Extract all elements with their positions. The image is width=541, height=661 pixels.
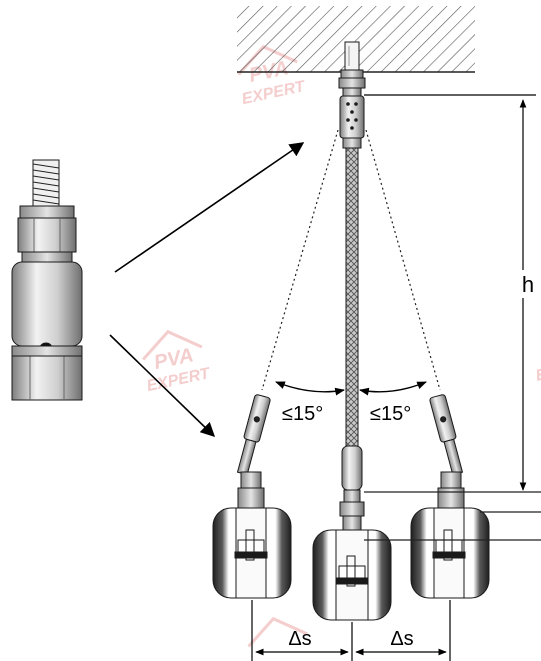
height-label: h <box>522 272 534 297</box>
angle-arcs <box>275 381 427 396</box>
angle-label-left: ≤15° <box>282 403 323 425</box>
connector-detail <box>11 159 83 401</box>
shift-dimension <box>251 600 451 661</box>
svg-text:E: E <box>534 366 541 385</box>
shift-label-left: Δs <box>288 628 311 650</box>
pipe-right <box>410 507 490 599</box>
swing-range-lines <box>261 129 441 391</box>
angle-label-right: ≤15° <box>370 403 411 425</box>
tilted-hanger-right <box>429 394 465 509</box>
pipe-reference-lines <box>364 491 541 541</box>
shift-label-right: Δs <box>390 628 413 650</box>
flexible-braided-hose <box>341 147 363 491</box>
pipe-center <box>312 529 392 621</box>
pipe-left <box>212 507 292 599</box>
pointer-arrows <box>109 142 305 438</box>
center-lower-fitting <box>339 489 365 531</box>
tilted-hanger-left <box>236 394 271 509</box>
ceiling-anchor-fitting <box>338 41 366 149</box>
